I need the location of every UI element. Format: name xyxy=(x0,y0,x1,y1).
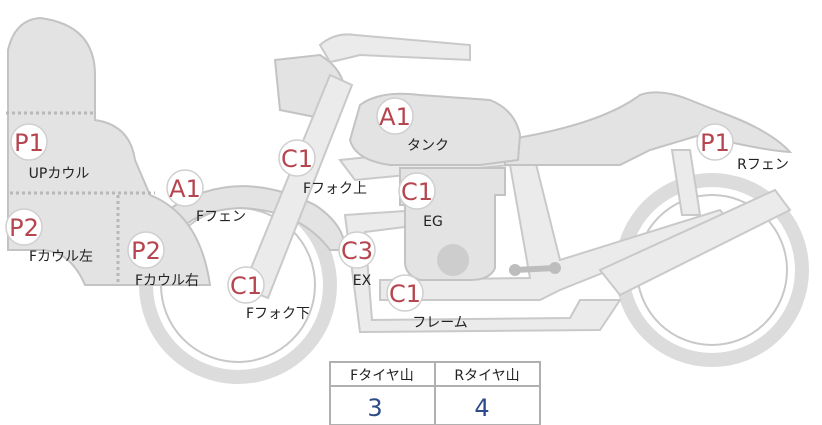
marker-engine[interactable]: C1 EG xyxy=(398,172,443,230)
rear-shock xyxy=(670,149,702,216)
front-fork-shape xyxy=(241,73,354,300)
part-label: フレーム xyxy=(412,315,468,331)
part-label: Fフェン xyxy=(196,209,246,225)
marker-frame[interactable]: C1 フレーム xyxy=(386,274,468,331)
tire-tread-table: Fタイヤ山 Rタイヤ山 3 4 xyxy=(329,361,541,425)
seat-shape xyxy=(504,91,793,166)
front-tire-value: 3 xyxy=(367,394,382,422)
footpeg-end-right xyxy=(549,262,561,274)
part-label: UPカウル xyxy=(29,166,90,182)
code-badge xyxy=(338,231,376,269)
rear-tire-header: Rタイヤ山 xyxy=(454,368,519,384)
part-code: C3 xyxy=(341,237,373,265)
marker-f-cowl-right[interactable]: P2 Fカウル右 xyxy=(127,231,199,289)
part-label: Fカウル左 xyxy=(29,249,93,265)
marker-up-cowl[interactable]: P1 UPカウル xyxy=(10,123,90,182)
rear-tire-value: 4 xyxy=(474,394,489,422)
footpeg xyxy=(514,265,556,273)
code-badge xyxy=(386,274,424,312)
part-label: EX xyxy=(353,273,372,289)
marker-r-fender[interactable]: P1 Rフェン xyxy=(696,123,789,173)
marker-f-cowl-left[interactable]: P2 Fカウル左 xyxy=(5,208,93,265)
part-label: Fフォク下 xyxy=(246,306,310,322)
code-badge xyxy=(166,169,204,207)
code-badge xyxy=(398,172,436,210)
part-code: A1 xyxy=(379,103,411,131)
front-cowl-shape xyxy=(7,16,212,286)
part-label: Rフェン xyxy=(737,157,789,173)
part-label: EG xyxy=(423,214,443,230)
footpeg-end-left xyxy=(509,264,521,276)
part-code: C1 xyxy=(401,178,433,206)
part-code: P2 xyxy=(131,237,161,265)
engine-cover xyxy=(437,244,469,276)
part-code: C1 xyxy=(281,145,313,173)
code-badge xyxy=(10,123,48,161)
marker-tank[interactable]: A1 タンク xyxy=(376,97,449,154)
part-label: Fフォク上 xyxy=(303,181,367,197)
part-code: P2 xyxy=(9,214,39,242)
code-badge xyxy=(278,139,316,177)
code-badge xyxy=(696,123,734,161)
swingarm-shape xyxy=(598,188,792,297)
code-badge xyxy=(376,97,414,135)
front-tire-header: Fタイヤ山 xyxy=(350,368,414,384)
tank-shape xyxy=(348,92,522,166)
part-label: Fカウル右 xyxy=(135,273,199,289)
marker-exhaust[interactable]: C3 EX xyxy=(338,231,376,289)
part-code: P1 xyxy=(700,129,730,157)
part-code: A1 xyxy=(169,175,201,203)
marker-f-fender[interactable]: A1 Fフェン xyxy=(166,169,246,225)
part-code: C1 xyxy=(230,272,262,300)
part-code: P1 xyxy=(14,129,44,157)
part-code: C1 xyxy=(389,280,421,308)
handlebar-shape xyxy=(318,33,471,64)
marker-f-fork-lower[interactable]: C1 Fフォク下 xyxy=(227,266,310,322)
code-badge xyxy=(227,266,265,304)
code-badge xyxy=(5,208,43,246)
code-badge xyxy=(127,231,165,269)
part-label: タンク xyxy=(407,138,449,154)
marker-f-fork-upper[interactable]: C1 Fフォク上 xyxy=(278,139,367,197)
